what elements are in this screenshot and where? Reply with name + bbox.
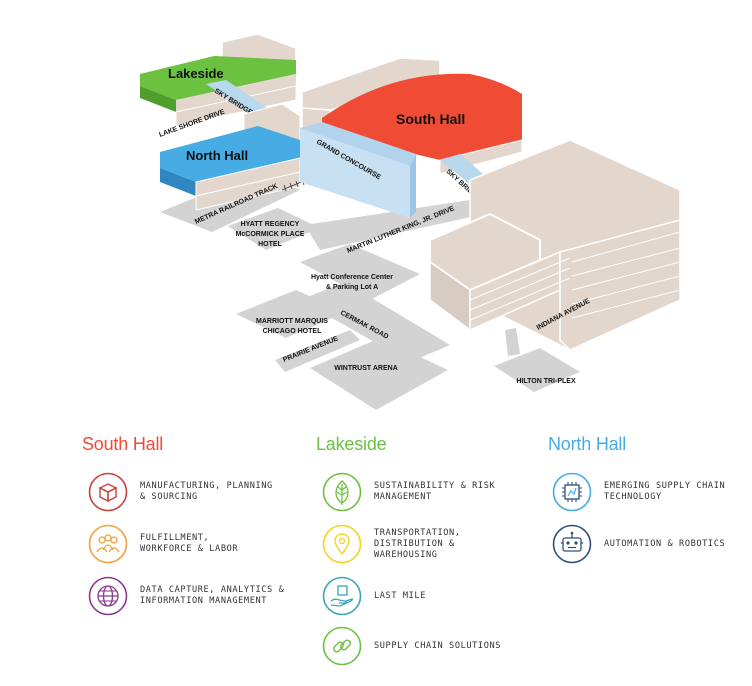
marriott-label: MARRIOTT MARQUIS CHICAGO HOTEL: [256, 318, 328, 335]
hyatt-regency-label: HYATT REGENCY McCORMICK PLACE HOTEL: [236, 221, 305, 248]
west-building-complex[interactable]: [429, 139, 681, 351]
category-data-capture[interactable]: DATA CAPTURE, ANALYTICS & INFORMATION MA…: [88, 576, 290, 616]
road-cermak: [300, 282, 450, 362]
svg-text:MARRIOTT MARQUIS: MARRIOTT MARQUIS: [256, 318, 328, 325]
ground-areas: [160, 172, 580, 410]
north-hall-label: North Hall: [186, 148, 248, 163]
campus-map: Lakeside SKY BRIDGE LAKE SHORE DRIVE Nor…: [140, 33, 681, 410]
box-icon: [88, 472, 128, 512]
category-automation-robotics[interactable]: AUTOMATION & ROBOTICS: [552, 524, 752, 564]
category-last-mile[interactable]: LAST MILE: [322, 576, 524, 616]
hand-package-icon: [322, 576, 362, 616]
road-mlk-drive: [305, 200, 480, 250]
lot-hilton: [494, 348, 580, 392]
south-hall-label: South Hall: [396, 111, 465, 127]
people-icon: [88, 524, 128, 564]
globe-icon: [88, 576, 128, 616]
svg-text:HOTEL: HOTEL: [258, 241, 282, 248]
lot-wintrust: [310, 338, 448, 410]
location-pin-icon: [322, 524, 362, 564]
svg-text:& Parking Lot A: & Parking Lot A: [326, 284, 378, 291]
lot-hyatt-regency: [228, 208, 320, 250]
svg-text:HYATT REGENCY: HYATT REGENCY: [241, 221, 300, 228]
svg-text:Hyatt Conference Center: Hyatt Conference Center: [311, 274, 393, 281]
chain-link-icon: [322, 626, 362, 666]
road-prairie: [275, 330, 360, 372]
north-hall-heading: North Hall: [548, 434, 627, 454]
category-emerging-technology[interactable]: EMERGING SUPPLY CHAIN TECHNOLOGY: [552, 472, 752, 512]
robot-icon: [552, 524, 592, 564]
lakeside-heading: Lakeside: [316, 434, 387, 454]
south-hall-heading: South Hall: [82, 434, 164, 454]
road-hilton-link: [505, 328, 520, 356]
lot-hyatt-conference: [300, 244, 420, 300]
category-transportation[interactable]: TRANSPORTATION, DISTRIBUTION & WAREHOUSI…: [322, 524, 524, 564]
hyatt-conference-label: Hyatt Conference Center & Parking Lot A: [311, 274, 393, 291]
svg-text:CHICAGO HOTEL: CHICAGO HOTEL: [263, 328, 322, 335]
category-supply-chain-solutions[interactable]: SUPPLY CHAIN SOLUTIONS: [322, 626, 524, 666]
category-fulfillment[interactable]: FULFILLMENT, WORKFORCE & LABOR: [88, 524, 290, 564]
chip-icon: [552, 472, 592, 512]
svg-text:McCORMICK PLACE: McCORMICK PLACE: [236, 231, 305, 238]
grand-concourse[interactable]: GRAND CONCOURSE: [300, 122, 416, 218]
hilton-tri-plex-label: HILTON TRI-PLEX: [516, 378, 576, 385]
north-hall-building[interactable]: North Hall: [160, 103, 301, 211]
category-manufacturing[interactable]: MANUFACTURING, PLANNING & SOURCING: [88, 472, 290, 512]
lakeside-label: Lakeside: [168, 66, 224, 81]
wintrust-arena-label: WINTRUST ARENA: [334, 365, 398, 372]
leaf-icon: [322, 472, 362, 512]
category-sustainability[interactable]: SUSTAINABILITY & RISK MANAGEMENT: [322, 472, 524, 512]
